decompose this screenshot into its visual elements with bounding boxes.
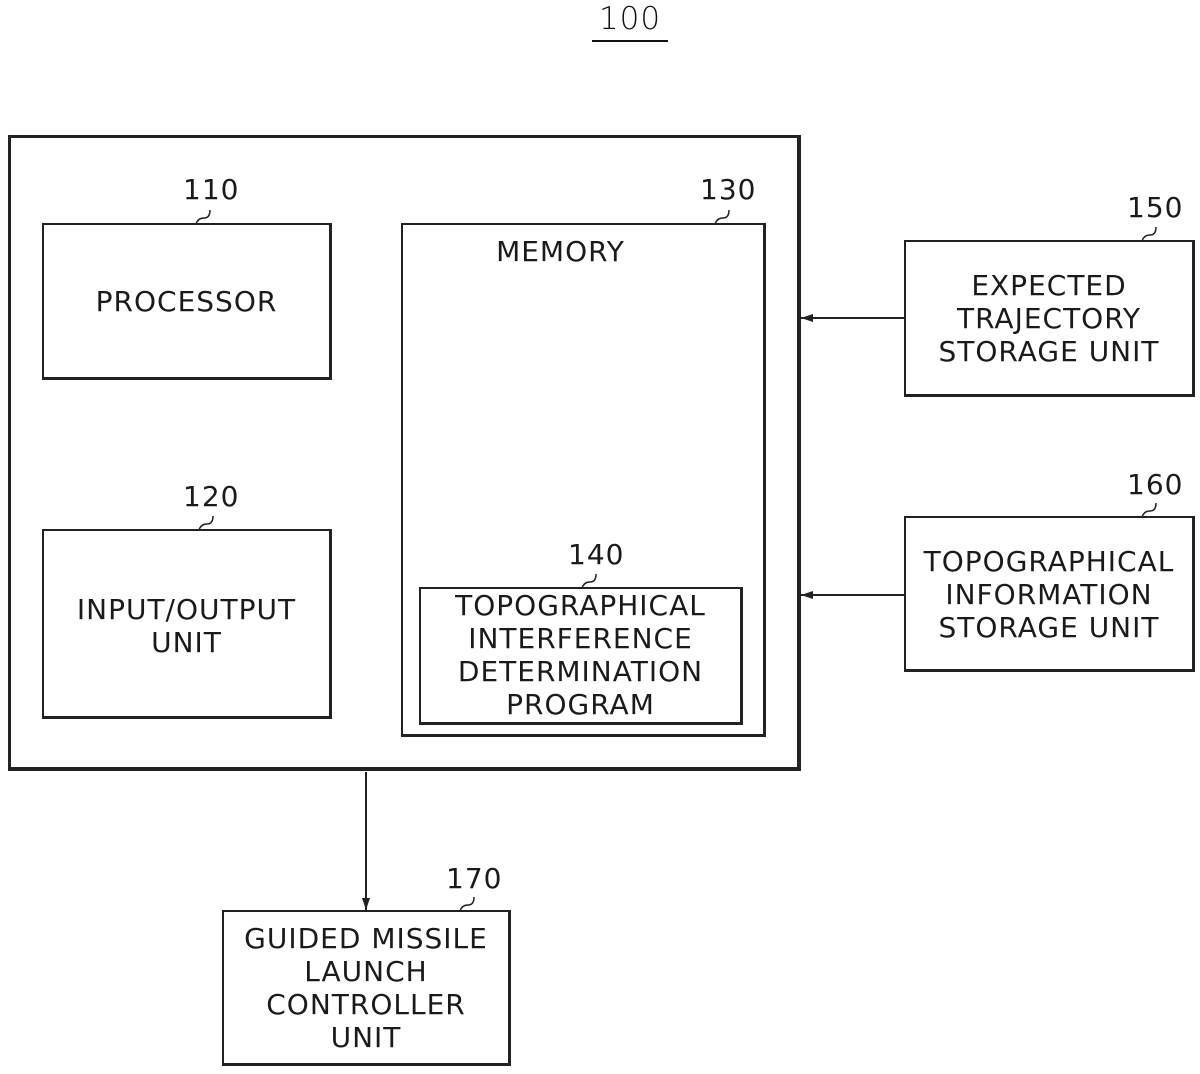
program-label: TOPOGRAPHICAL INTERFERENCE DETERMINATION… (455, 589, 706, 721)
topo-storage-ref: 160 (1127, 468, 1184, 501)
processor-box: PROCESSOR (42, 223, 332, 380)
program-box: TOPOGRAPHICAL INTERFERENCE DETERMINATION… (419, 587, 743, 725)
launch-controller-label: GUIDED MISSILE LAUNCH CONTROLLER UNIT (244, 922, 488, 1054)
program-ref: 140 (568, 538, 625, 571)
leader-170 (459, 896, 475, 912)
processor-ref: 110 (183, 173, 240, 206)
leader-150 (1141, 226, 1157, 242)
leader-160 (1141, 502, 1157, 518)
processor-label: PROCESSOR (95, 285, 278, 318)
trajectory-storage-box: EXPECTED TRAJECTORY STORAGE UNIT (904, 240, 1195, 397)
io-unit-label: INPUT/OUTPUT UNIT (76, 593, 297, 659)
figure-reference-underline (592, 40, 668, 42)
memory-ref: 130 (700, 173, 757, 206)
figure-reference: 100 (598, 1, 662, 37)
launch-controller-box: GUIDED MISSILE LAUNCH CONTROLLER UNIT (222, 910, 511, 1066)
trajectory-storage-label: EXPECTED TRAJECTORY STORAGE UNIT (938, 269, 1160, 368)
memory-label: MEMORY (496, 235, 625, 268)
trajectory-storage-ref: 150 (1127, 191, 1184, 224)
topo-storage-box: TOPOGRAPHICAL INFORMATION STORAGE UNIT (904, 516, 1195, 672)
launch-controller-ref: 170 (446, 862, 503, 895)
io-unit-ref: 120 (183, 480, 240, 513)
topo-storage-label: TOPOGRAPHICAL INFORMATION STORAGE UNIT (923, 545, 1175, 644)
io-unit-box: INPUT/OUTPUT UNIT (42, 529, 332, 719)
